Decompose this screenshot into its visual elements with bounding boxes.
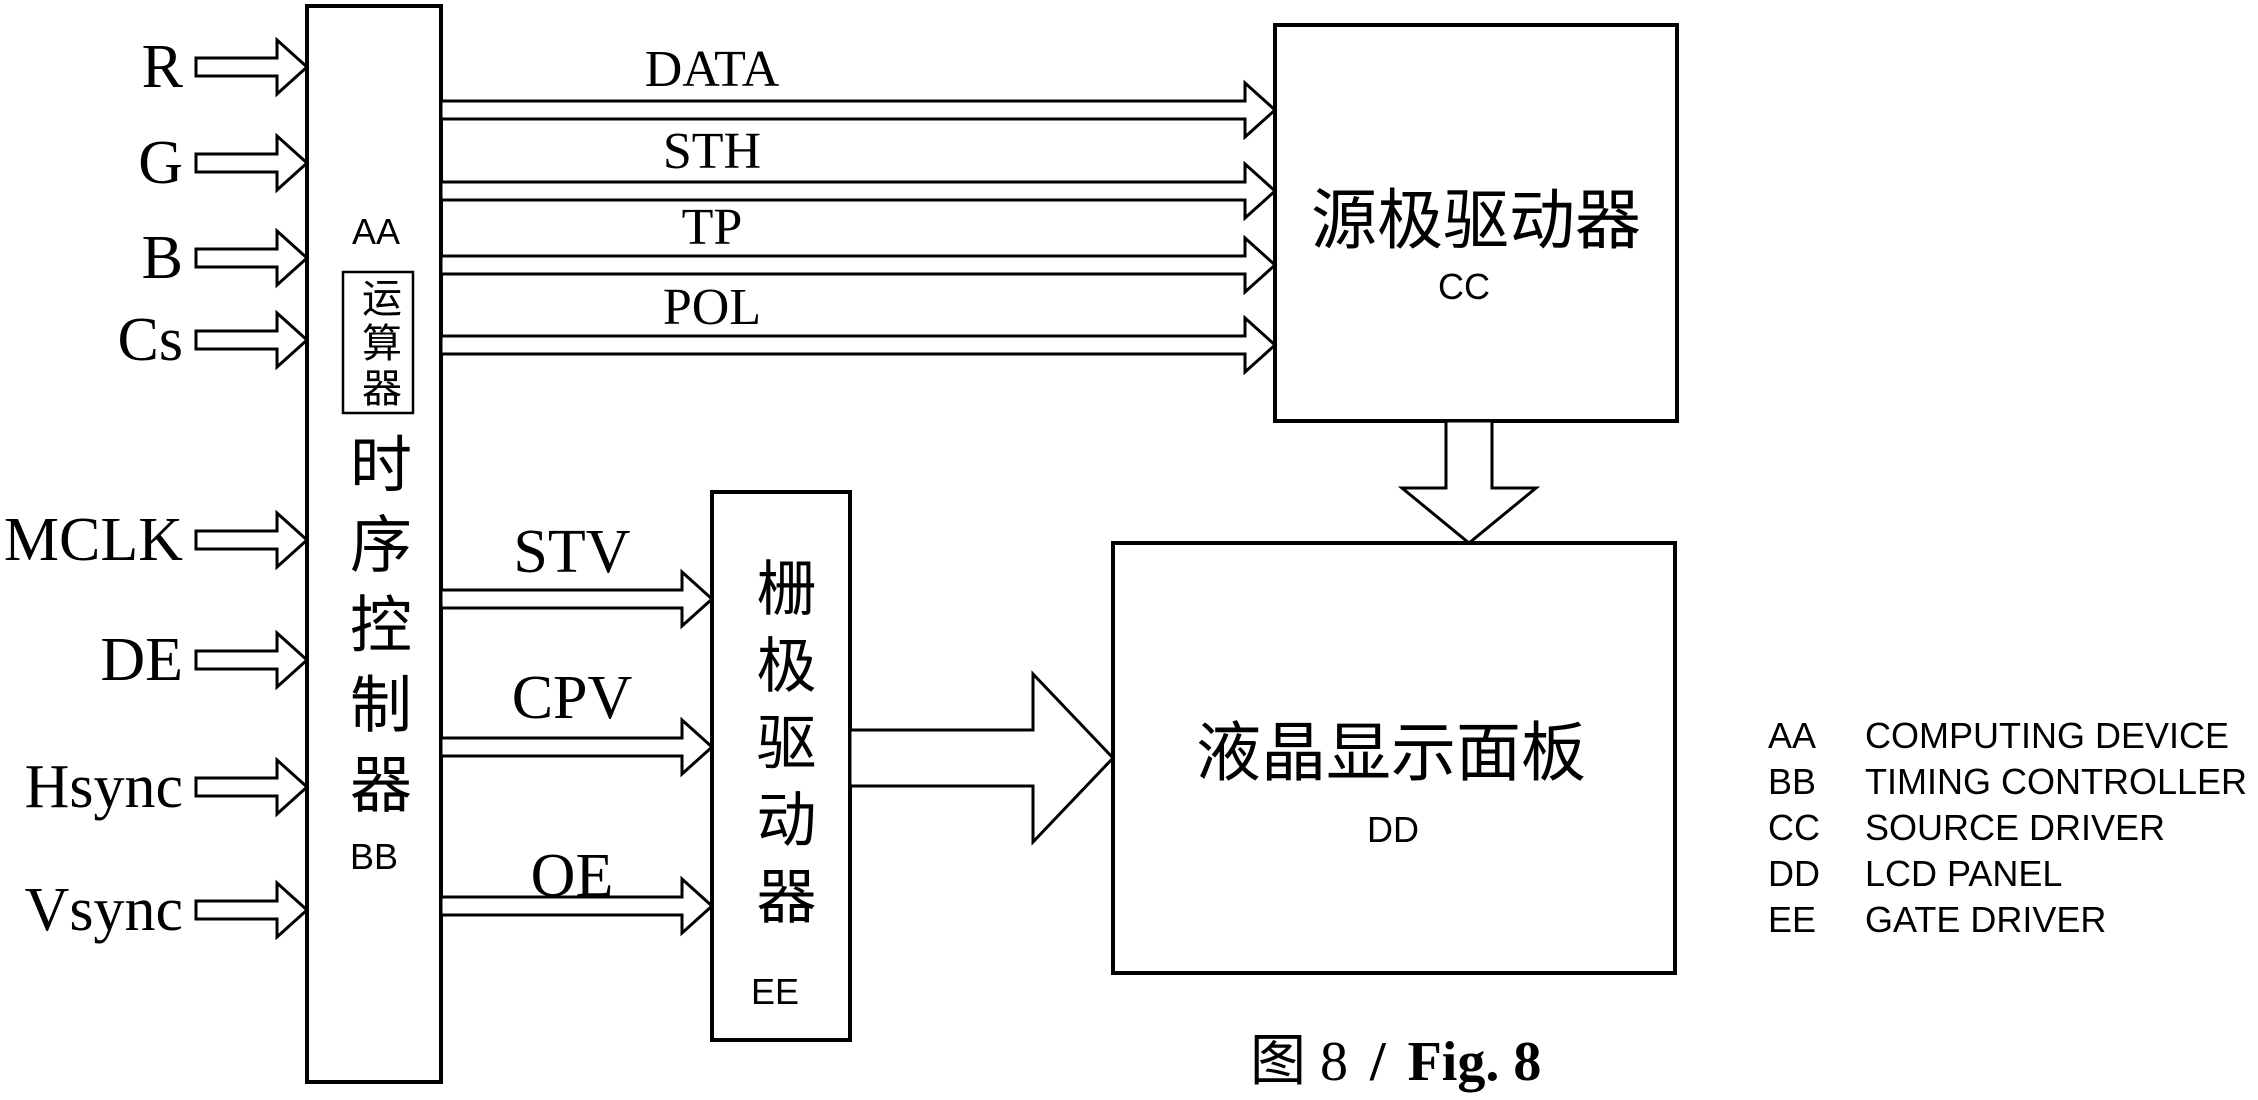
legend-desc-bb: TIMING CONTROLLER (1865, 761, 2248, 802)
signal-label-pol: POL (662, 279, 762, 336)
input-label-de: DE (100, 626, 183, 694)
lcd-panel-title: 液晶显示面板 (1195, 718, 1586, 790)
lcd-panel-box (1111, 541, 1677, 975)
input-arrow-cs (194, 309, 310, 371)
signal-label-data: DATA (644, 41, 780, 98)
signal-label-oe: OE (530, 842, 614, 910)
signal-arrow-pol (439, 314, 1278, 376)
input-label-cs: Cs (117, 306, 183, 374)
timing-controller-title: 时序控制器 (340, 432, 408, 832)
legend-ref-bb: BB (1768, 761, 1817, 802)
input-arrow-vsync (194, 879, 310, 941)
signal-label-sth: STH (662, 123, 762, 180)
legend-ref-ee: EE (1768, 899, 1817, 940)
input-arrow-de (194, 629, 310, 691)
input-arrow-r (194, 36, 310, 98)
figure-caption: 图 8 / Fig. 8 (1250, 1032, 1541, 1092)
input-arrow-b (194, 227, 310, 289)
legend-desc-cc: SOURCE DRIVER (1865, 807, 2166, 848)
timing-controller-ref: BB (349, 836, 399, 877)
computing-device-ref: AA (351, 211, 401, 252)
caption-en: Fig. 8 (1407, 1031, 1542, 1093)
gate-driver-ref: EE (750, 971, 800, 1012)
signal-label-cpv: CPV (511, 664, 633, 732)
legend-ref-cc: CC (1768, 807, 1820, 848)
signal-arrow-tp (439, 234, 1278, 296)
signal-label-stv: STV (513, 518, 631, 586)
gate-to-lcd-arrow (848, 670, 1116, 846)
legend-row-cc: CC SOURCE DRIVER (1768, 805, 2247, 851)
input-label-vsync: Vsync (24, 876, 183, 944)
signal-arrow-sth (439, 160, 1278, 222)
source-driver-box (1273, 23, 1679, 423)
gate-driver-title: 栅极驱动器 (748, 557, 814, 942)
caption-separator: / (1370, 1031, 1386, 1093)
signal-arrow-oe (439, 875, 715, 937)
signal-arrow-data (439, 79, 1278, 141)
caption-zh: 图 8 (1250, 1031, 1348, 1093)
input-label-g: G (138, 129, 183, 197)
computing-device-box (341, 270, 415, 415)
legend-desc-dd: LCD PANEL (1865, 853, 2063, 894)
legend-row-aa: AA COMPUTING DEVICE (1768, 713, 2247, 759)
timing-controller-box (305, 4, 443, 1084)
input-arrow-mclk (194, 509, 310, 571)
legend-desc-ee: GATE DRIVER (1865, 899, 2107, 940)
signal-arrow-stv (439, 568, 715, 630)
lcd-panel-ref: DD (1367, 809, 1419, 850)
input-label-mclk: MCLK (3, 506, 183, 574)
source-driver-ref: CC (1438, 266, 1490, 307)
input-label-hsync: Hsync (24, 753, 183, 821)
source-driver-title: 源极驱动器 (1311, 185, 1641, 258)
input-label-r: R (141, 33, 183, 101)
legend-row-bb: BB TIMING CONTROLLER (1768, 759, 2247, 805)
computing-device-title: 运算器 (356, 277, 401, 412)
signal-arrow-cpv (439, 716, 715, 778)
signal-label-tp: TP (681, 199, 743, 256)
legend-row-ee: EE GATE DRIVER (1768, 897, 2247, 943)
legend: AA COMPUTING DEVICE BB TIMING CONTROLLER… (1768, 713, 2247, 943)
legend-ref-dd: DD (1768, 853, 1820, 894)
input-arrow-g (194, 132, 310, 194)
legend-desc-aa: COMPUTING DEVICE (1865, 715, 2230, 756)
legend-row-dd: DD LCD PANEL (1768, 851, 2247, 897)
source-to-lcd-arrow (1397, 419, 1541, 545)
input-arrow-hsync (194, 756, 310, 818)
input-label-b: B (141, 224, 183, 292)
legend-ref-aa: AA (1768, 715, 1817, 756)
